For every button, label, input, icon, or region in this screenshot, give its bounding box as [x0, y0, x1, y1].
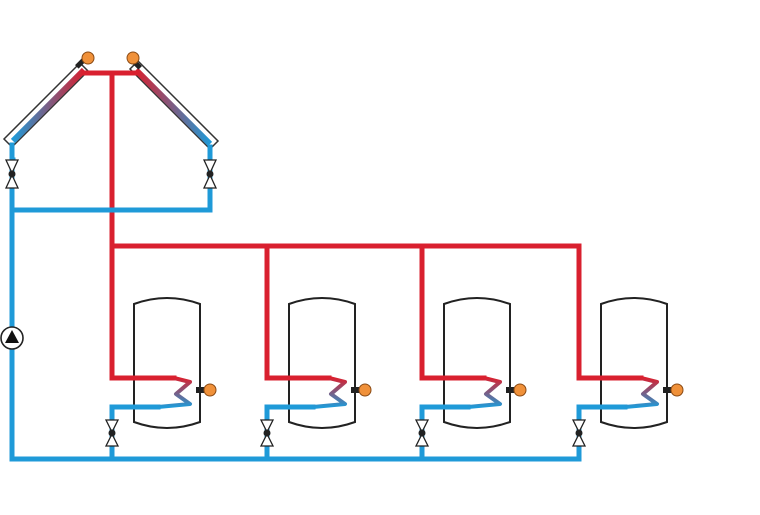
- zone-valve-icon[interactable]: [414, 419, 430, 447]
- collector-valve-right[interactable]: [202, 159, 218, 189]
- collector-valve-left[interactable]: [4, 159, 20, 189]
- collector-left-absorber: [10, 67, 87, 144]
- coil-icon: [624, 376, 659, 409]
- temperature-sensor-icon: [358, 383, 372, 397]
- storage-tank-group: [104, 297, 684, 447]
- sensor-mount: [506, 387, 514, 393]
- valve-top-icon: [259, 419, 275, 434]
- valve-bottom-icon: [259, 432, 275, 447]
- storage-tank-4[interactable]: [571, 297, 684, 447]
- sensor-mount: [196, 387, 204, 393]
- hot-flow-piping: [81, 70, 582, 381]
- valve-bottom-icon: [4, 173, 20, 189]
- valve-bottom-icon: [104, 432, 120, 447]
- valve-stem-icon: [206, 170, 214, 178]
- circulation-pump[interactable]: [0, 326, 24, 350]
- storage-tank-1[interactable]: [104, 297, 217, 447]
- zone-valve-icon[interactable]: [259, 419, 275, 447]
- temperature-sensor-icon: [513, 383, 527, 397]
- storage-tank-icon: [133, 297, 201, 429]
- valve-bottom-icon: [414, 432, 430, 447]
- temperature-sensor-icon: [81, 51, 95, 65]
- solar-collector-left: [2, 51, 95, 163]
- temperature-sensor-icon: [670, 383, 684, 397]
- storage-tank-icon: [600, 297, 668, 429]
- storage-tank-icon: [288, 297, 356, 429]
- valve-stem-icon: [418, 429, 426, 437]
- sensor-mount: [351, 387, 359, 393]
- sensor-mount: [663, 387, 671, 393]
- valve-bottom-icon: [202, 173, 218, 189]
- storage-tank-3[interactable]: [414, 297, 527, 447]
- valve-top-icon: [571, 419, 587, 434]
- zone-valve-icon[interactable]: [571, 419, 587, 447]
- collector-field: [2, 51, 220, 163]
- valve-stem-icon: [8, 170, 16, 178]
- valve-stem-icon: [108, 429, 116, 437]
- valve-stem-icon: [263, 429, 271, 437]
- valve-top-icon: [414, 419, 430, 434]
- temperature-sensor-icon: [203, 383, 217, 397]
- coil-outlet-pipe: [264, 404, 316, 423]
- collector-right-absorber: [133, 67, 213, 147]
- coil-outlet-pipe: [576, 404, 628, 423]
- solar-collector-right: [126, 51, 220, 151]
- valve-stem-icon: [575, 429, 583, 437]
- coil-icon: [467, 376, 502, 409]
- coil-outlet-pipe: [109, 404, 161, 423]
- pump-direction-icon: [5, 330, 19, 343]
- valve-top-icon: [104, 419, 120, 434]
- return-main-pipe: [9, 144, 582, 462]
- coil-icon: [312, 376, 347, 409]
- coil-outlet-pipe: [419, 404, 471, 423]
- valve-bottom-icon: [571, 432, 587, 447]
- valve-top-icon: [202, 159, 218, 175]
- storage-tank-2[interactable]: [259, 297, 372, 447]
- zone-valve-icon[interactable]: [104, 419, 120, 447]
- coil-icon: [157, 376, 192, 409]
- valve-top-icon: [4, 159, 20, 175]
- temperature-sensor-icon: [126, 51, 140, 65]
- storage-tank-icon: [443, 297, 511, 429]
